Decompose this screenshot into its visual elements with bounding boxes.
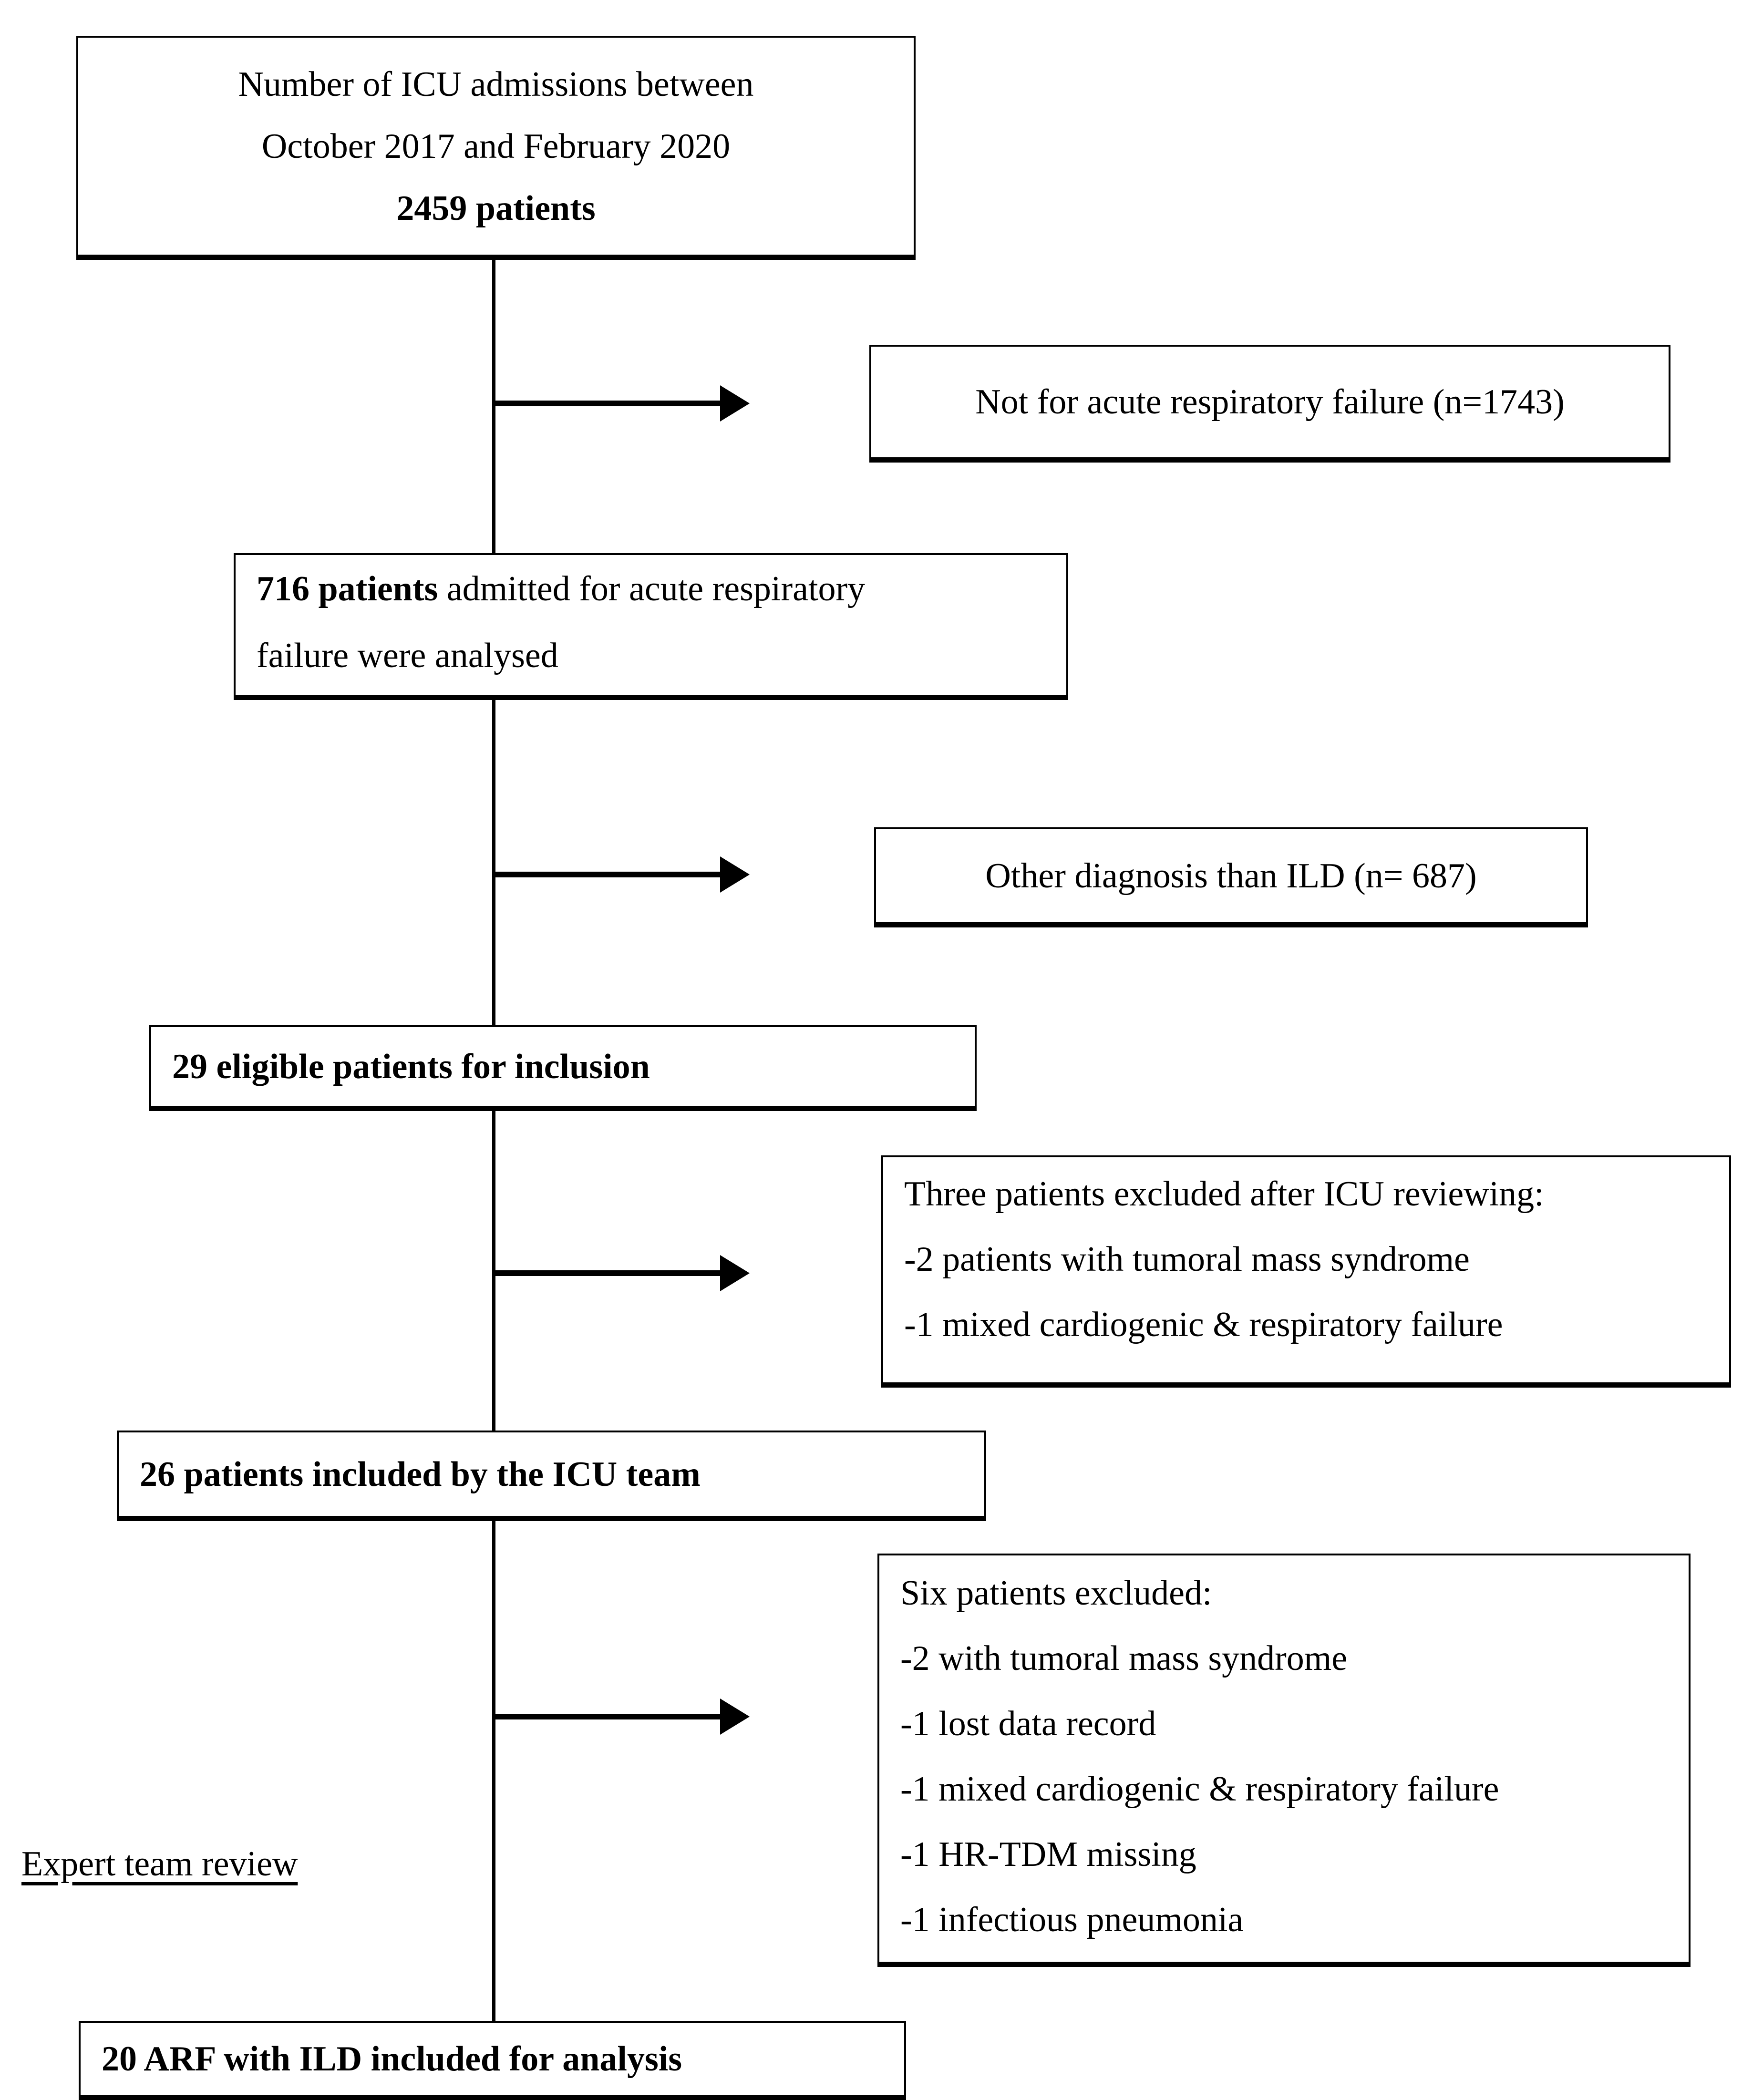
connector-analysed-to-eligible <box>492 700 495 1026</box>
arrow-head-other-dx <box>720 856 750 893</box>
arrow-head-not-arf <box>720 385 750 422</box>
node-eligible-29: 29 eligible patients for inclusion <box>149 1025 977 1111</box>
excl-icu-review-line-3: -1 mixed cardiogenic & respiratory failu… <box>904 1305 1503 1344</box>
excl-icu-review-line-1: Three patients excluded after ICU review… <box>904 1174 1544 1214</box>
analysed-line-1-rest: admitted for acute respiratory <box>438 569 866 608</box>
excl-other-dx-text: Other diagnosis than ILD (n= 687) <box>985 856 1477 896</box>
node-included-26: 26 patients included by the ICU team <box>117 1431 986 1521</box>
node-excluded-other-diagnosis: Other diagnosis than ILD (n= 687) <box>874 827 1588 927</box>
analysed-count: 716 patients <box>257 569 438 608</box>
arrow-shaft-other-dx <box>494 872 723 877</box>
excl-expert-line-1: Six patients excluded: <box>900 1574 1212 1613</box>
arrow-shaft-not-arf <box>494 401 723 406</box>
node-analysed-716: 716 patients admitted for acute respirat… <box>234 553 1068 700</box>
final-text: 20 ARF with ILD included for analysis <box>102 2039 682 2079</box>
excl-icu-review-line-2: -2 patients with tumoral mass syndrome <box>904 1240 1470 1279</box>
admissions-line-1: Number of ICU admissions between <box>238 64 754 104</box>
arrow-shaft-icu-review <box>494 1270 723 1276</box>
arrow-head-icu-review <box>720 1255 750 1291</box>
included-icu-text: 26 patients included by the ICU team <box>140 1454 701 1494</box>
arrow-head-expert-review <box>720 1699 750 1735</box>
excl-expert-line-4: -1 mixed cardiogenic & respiratory failu… <box>900 1770 1499 1809</box>
excl-expert-line-6: -1 infectious pneumonia <box>900 1900 1244 1939</box>
excl-expert-line-2: -2 with tumoral mass syndrome <box>900 1639 1348 1678</box>
connector-eligible-to-included <box>492 1111 495 1431</box>
analysed-line-2: failure were analysed <box>257 636 558 675</box>
connector-included-to-final <box>492 1521 495 2022</box>
admissions-line-2: October 2017 and February 2020 <box>261 126 731 166</box>
arrow-shaft-expert-review <box>494 1714 723 1719</box>
eligible-text: 29 eligible patients for inclusion <box>172 1047 650 1086</box>
excl-not-arf-text: Not for acute respiratory failure (n=174… <box>975 382 1565 422</box>
admissions-count: 2459 patients <box>396 188 596 228</box>
node-excluded-six-patients: Six patients excluded: -2 with tumoral m… <box>877 1554 1691 1967</box>
excl-expert-line-5: -1 HR-TDM missing <box>900 1835 1196 1874</box>
node-final-20-arf-ild: 20 ARF with ILD included for analysis <box>79 2021 906 2100</box>
excl-expert-line-3: -1 lost data record <box>900 1704 1156 1743</box>
expert-team-review-label: Expert team review <box>21 1844 298 1884</box>
node-icu-admissions: Number of ICU admissions between October… <box>76 36 916 260</box>
connector-admissions-to-analysed <box>492 260 495 554</box>
node-excluded-after-icu-review: Three patients excluded after ICU review… <box>881 1155 1731 1388</box>
analysed-line-1: 716 patients admitted for acute respirat… <box>257 571 1047 607</box>
node-excluded-not-acute-respiratory-failure: Not for acute respiratory failure (n=174… <box>869 345 1670 463</box>
